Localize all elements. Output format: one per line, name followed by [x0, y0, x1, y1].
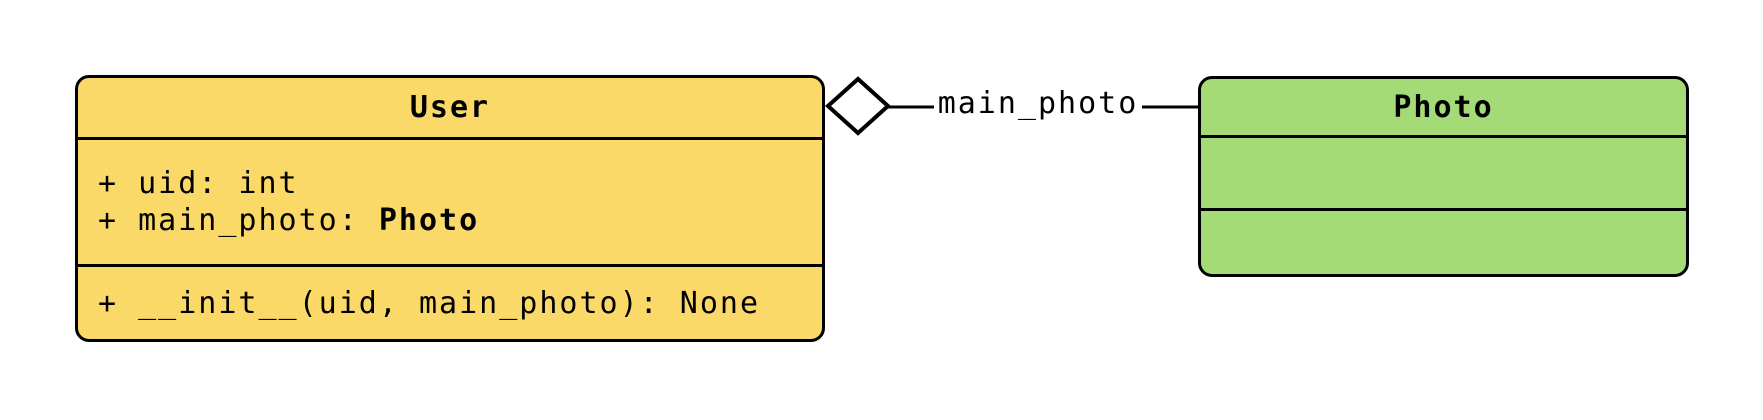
method-init: + __init__(uid, main_photo): None	[98, 285, 761, 321]
attribute-uid: + uid: int	[98, 166, 299, 201]
attribute-main-photo: + main_photo: Photo	[98, 202, 802, 239]
class-box-user: User + uid: int + main_photo: Photo + __…	[75, 75, 825, 342]
class-title-photo: Photo	[1201, 79, 1686, 138]
methods-compartment-user: + __init__(uid, main_photo): None	[78, 267, 822, 339]
aggregation-diamond-icon	[825, 76, 891, 136]
attributes-compartment-photo	[1201, 138, 1686, 211]
attribute-main-photo-type-ref: Photo	[378, 203, 480, 238]
class-title-user: User	[78, 78, 822, 140]
attribute-main-photo-text: + main_photo:	[98, 203, 379, 238]
class-box-photo: Photo	[1198, 76, 1689, 277]
methods-compartment-photo	[1201, 211, 1686, 274]
aggregation-connector	[825, 76, 1199, 136]
attributes-compartment-user: + uid: int + main_photo: Photo	[78, 140, 822, 267]
relationship-label: main_photo	[937, 86, 1139, 121]
